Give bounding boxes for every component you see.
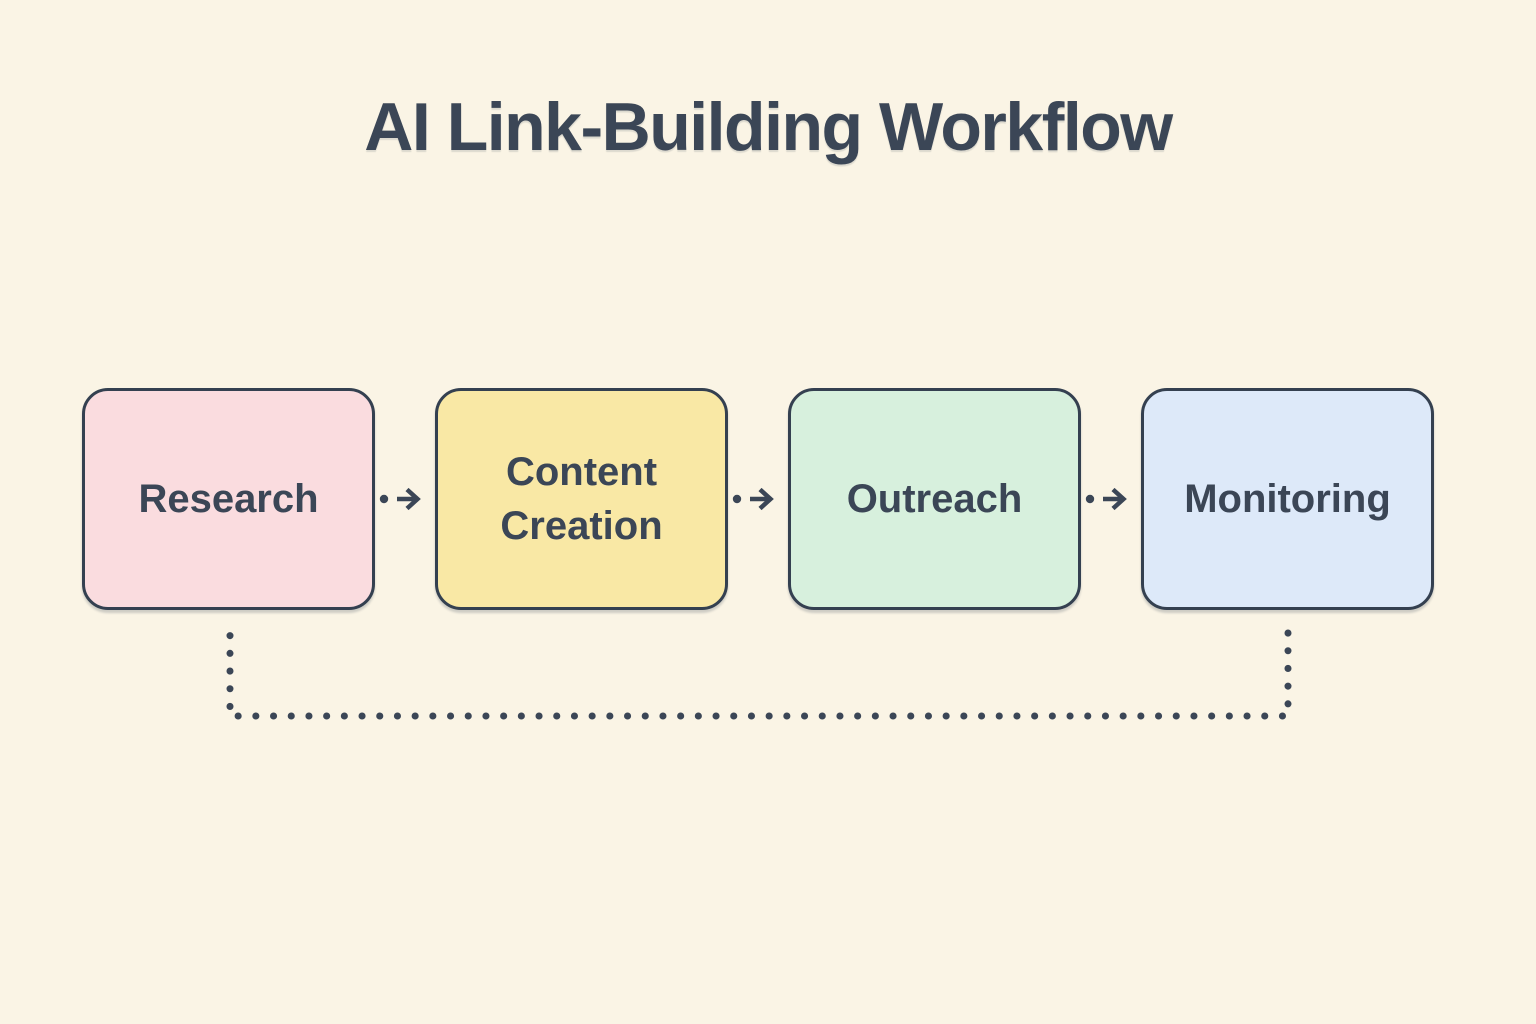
dot-arrow-icon: [732, 487, 774, 511]
node-monitoring: Monitoring: [1141, 388, 1434, 610]
dot-arrow-connector-2: [728, 388, 788, 610]
node-outreach: Outreach: [788, 388, 1081, 610]
node-monitoring-label: Monitoring: [1184, 477, 1391, 521]
dot-arrow-connector-3: [1081, 388, 1141, 610]
dot-arrow-connector-1: [375, 388, 435, 610]
node-content-creation: Content Creation: [435, 388, 728, 610]
node-content-creation-label: Content Creation: [500, 450, 663, 548]
node-research-label: Research: [138, 477, 319, 521]
diagram-title: AI Link-Building Workflow: [364, 89, 1173, 165]
node-research: Research: [82, 388, 375, 610]
node-outreach-label: Outreach: [846, 477, 1023, 521]
dot-arrow-icon: [379, 487, 421, 511]
dot-arrow-icon: [1085, 487, 1127, 511]
workflow-row: Research Content Creation Outreach: [82, 388, 1434, 610]
